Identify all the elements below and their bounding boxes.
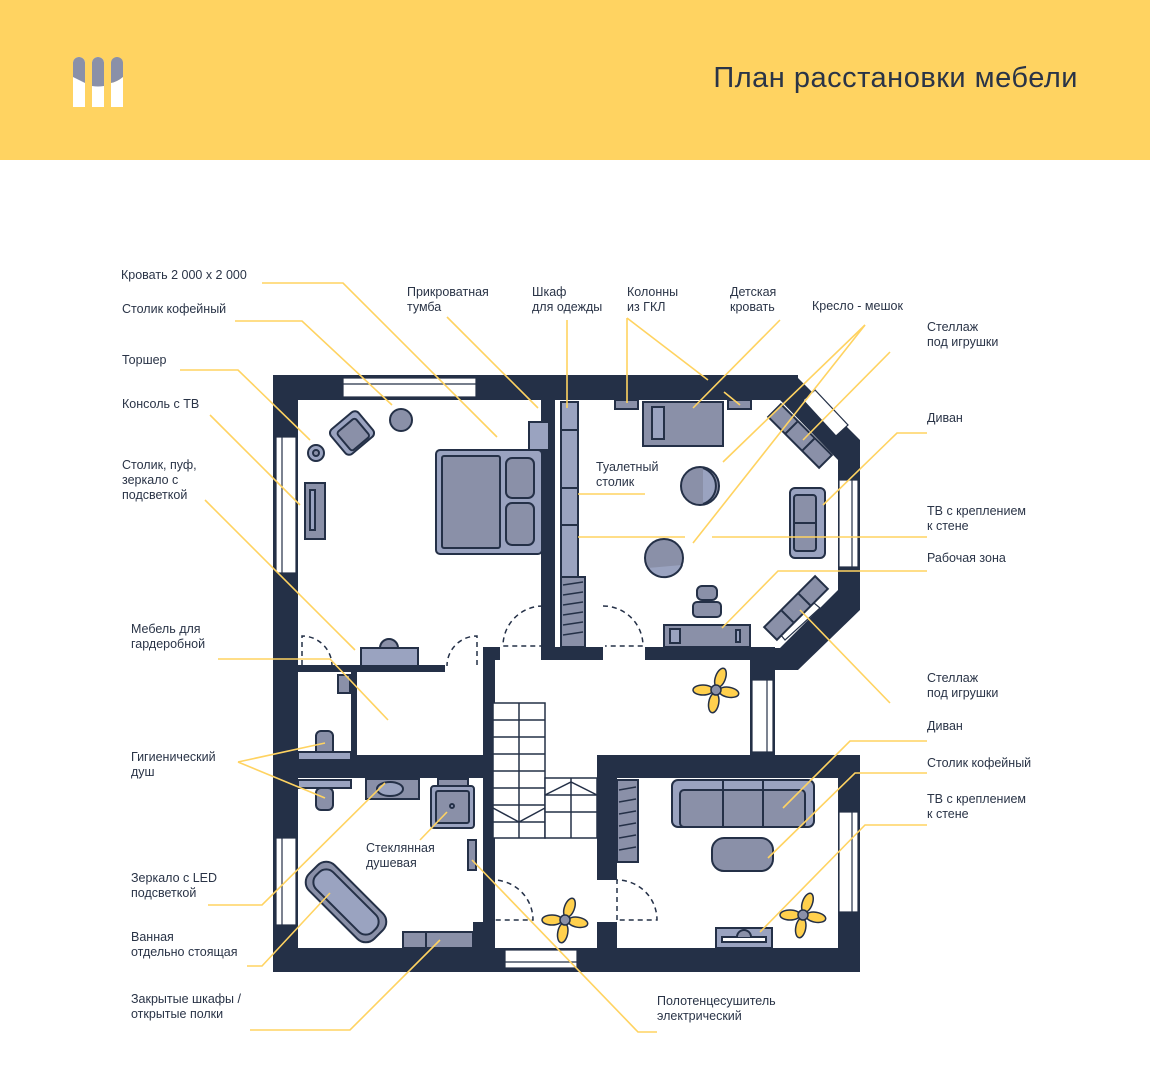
label-line: подсветкой	[131, 886, 197, 900]
doors	[301, 605, 658, 921]
label-line: под игрушки	[927, 335, 999, 349]
label-line: Рабочая зона	[927, 551, 1006, 565]
label-line: подсветкой	[122, 488, 188, 502]
label-line: Гигиенический	[131, 750, 216, 764]
label-line: к стене	[927, 519, 969, 533]
label-line: тумба	[407, 300, 442, 314]
label-cabinets: Закрытые шкафы /открытые полки	[131, 992, 241, 1022]
label-line: под игрушки	[927, 686, 999, 700]
label-line: из ГКЛ	[627, 300, 666, 314]
label-line: Консоль с ТВ	[122, 397, 200, 411]
label-tv-console: Консоль с ТВ	[122, 397, 199, 412]
label-line: Мебель для	[131, 622, 201, 636]
label-line: отдельно стоящая	[131, 945, 238, 959]
label-line: гардеробной	[131, 637, 206, 651]
windows	[275, 377, 859, 969]
label-line: Прикроватная	[407, 285, 489, 299]
label-coffee-table: Столик кофейный	[122, 302, 226, 317]
label-line: Закрытые шкафы /	[131, 992, 241, 1006]
label-line: Колонны	[627, 285, 679, 299]
label-line: столик	[596, 475, 635, 489]
label-bed: Кровать 2 000 х 2 000	[121, 268, 247, 283]
plant-icon	[541, 895, 590, 945]
label-line: Стеллаж	[927, 320, 979, 334]
logo-icon	[73, 57, 123, 107]
label-line: душ	[131, 765, 155, 779]
label-line: зеркало с	[122, 473, 179, 487]
furniture	[297, 399, 834, 949]
label-line: Зеркало с LED	[131, 871, 218, 885]
label-line: душевая	[366, 856, 417, 870]
label-line: Торшер	[122, 353, 167, 367]
label-line: ТВ с креплением	[927, 504, 1026, 518]
page-title: План расстановки мебели	[713, 62, 1078, 94]
label-sofa: Диван	[927, 411, 963, 426]
label-line: для одежды	[532, 300, 603, 314]
label-line: Ванная	[131, 930, 174, 944]
label-line: Кровать 2 000 х 2 000	[121, 268, 247, 282]
label-work-zone: Рабочая зона	[927, 551, 1006, 566]
label-line: Столик кофейный	[927, 756, 1032, 770]
label-bean-bag: Кресло - мешок	[812, 299, 903, 314]
leader-lines	[180, 282, 927, 1033]
plant-icon	[779, 890, 828, 940]
label-line: Детская	[730, 285, 777, 299]
label-line: Диван	[927, 411, 963, 425]
label-line: ТВ с креплением	[927, 792, 1026, 806]
label-line: Кресло - мешок	[812, 299, 903, 313]
label-floor-lamp: Торшер	[122, 353, 167, 368]
label-line: Диван	[927, 719, 963, 733]
label-line: кровать	[730, 300, 775, 314]
label-line: Стеклянная	[366, 841, 435, 855]
label-line: открытые полки	[131, 1007, 224, 1021]
label-line: Туалетный	[596, 460, 659, 474]
plant-icon	[692, 665, 741, 715]
label-line: Столик, пуф,	[122, 458, 197, 472]
label-sofa-2: Диван	[927, 719, 963, 734]
label-line: Шкаф	[532, 285, 567, 299]
label-line: Полотенцесушитель	[657, 994, 776, 1008]
label-line: электрический	[657, 1009, 742, 1023]
header-banner: План расстановки мебели	[0, 0, 1150, 160]
label-line: к стене	[927, 807, 969, 821]
staircase	[492, 702, 598, 839]
label-line: Стеллаж	[927, 671, 979, 685]
label-coffee-table-2: Столик кофейный	[927, 756, 1031, 771]
label-line: Столик кофейный	[122, 302, 227, 316]
